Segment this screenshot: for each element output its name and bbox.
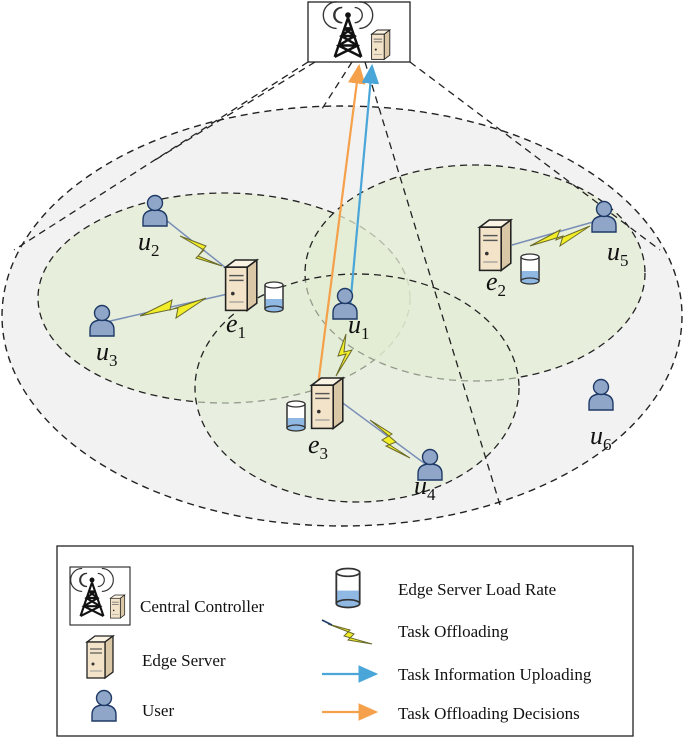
svg-text:Task Offloading Decisions: Task Offloading Decisions: [398, 704, 580, 723]
legend-edge-server: Edge Server: [86, 635, 226, 679]
edge-server-e2: [478, 219, 512, 272]
task-offloading-decision-arrow: [316, 63, 366, 386]
legend: Central Controller Edge Server User Edge…: [56, 545, 634, 737]
edge-server-e1: [224, 259, 258, 312]
coverage-area-e3: [194, 273, 520, 503]
load-cylinder-e1: [264, 281, 284, 313]
legend-load-rate: Edge Server Load Rate: [335, 567, 556, 609]
lightning-bolt-icon: [139, 297, 207, 320]
task-info-uploading-arrow: [347, 63, 380, 319]
offloading-links: [105, 211, 601, 467]
lightning-bolt-icon: [335, 333, 354, 377]
svg-text:Task Offloading: Task Offloading: [398, 622, 509, 641]
label-u4: u4: [414, 471, 436, 504]
load-cylinder-e3: [286, 400, 306, 432]
svg-text:Edge Server: Edge Server: [142, 651, 226, 670]
label-u3: u3: [96, 337, 118, 370]
edge-server-e3: [310, 377, 344, 430]
legend-task-offloading: Task Offloading: [321, 619, 509, 645]
legend-central-controller: Central Controller: [69, 566, 265, 626]
label-e2: e2: [486, 267, 506, 300]
lightning-bolt-icon: [327, 623, 373, 645]
load-cylinder-icon: [335, 567, 361, 609]
edge-server-icon: [371, 29, 391, 60]
svg-text:Central Controller: Central Controller: [140, 597, 265, 616]
lightning-bolt-icon: [369, 419, 411, 459]
lightning-bolt-icon: [529, 225, 591, 248]
svg-text:Edge Server Load Rate: Edge Server Load Rate: [398, 580, 556, 599]
lightning-bolt-icon: [179, 235, 223, 267]
load-cylinder-e2: [520, 253, 540, 285]
legend-info-uploading: Task Information Uploading: [322, 665, 592, 684]
controller-links: [13, 61, 661, 506]
svg-text:User: User: [142, 701, 174, 720]
label-e3: e3: [308, 430, 328, 463]
legend-user: User: [91, 689, 174, 722]
central-controller: [307, 0, 411, 63]
label-u5: u5: [607, 237, 629, 270]
legend-offloading-decisions: Task Offloading Decisions: [322, 703, 580, 723]
edge-server-icon: [110, 594, 126, 619]
label-u2: u2: [138, 227, 160, 260]
svg-text:Task Information Uploading: Task Information Uploading: [398, 665, 592, 684]
label-e1: e1: [226, 309, 246, 342]
label-u6: u6: [590, 421, 612, 454]
edge-server-icon: [86, 635, 114, 679]
label-u1: u1: [348, 310, 370, 343]
